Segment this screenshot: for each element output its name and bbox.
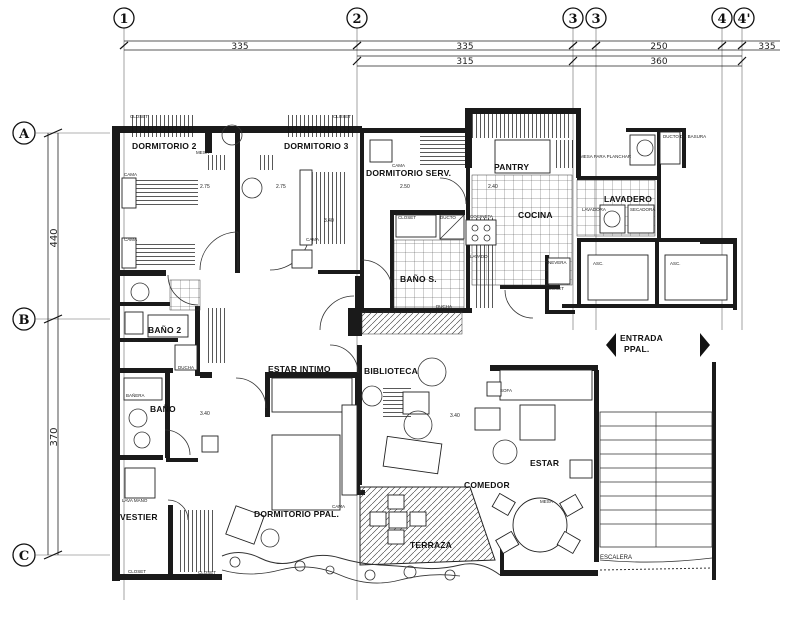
label-closet: CLOSET <box>333 114 351 119</box>
label-bano-2: BAÑO 2 <box>148 325 181 335</box>
label-lavadora: LAVADORA <box>582 207 606 212</box>
label-estar: ESTAR <box>530 458 559 468</box>
staircase <box>599 411 713 571</box>
label-nevera: NEVERA <box>548 260 567 265</box>
label-bano-s: BAÑO S. <box>400 274 437 284</box>
interior-dim: 3.40 <box>324 218 334 224</box>
label-lavado: LAVADO <box>470 254 488 259</box>
interior-dim: 2.75 <box>200 184 210 190</box>
label-asc: ASC. <box>593 261 604 266</box>
axis-label-2: 2 <box>352 12 361 27</box>
interior-dimensions: 2.75 2.75 2.50 2.40 3.40 3.40 3.40 <box>200 184 498 419</box>
label-cama: CAMA <box>306 237 319 242</box>
label-closet: CLOSET <box>130 114 148 119</box>
label-ppal: PPAL. <box>624 344 649 354</box>
label-bano: BAÑO <box>150 404 176 414</box>
dim-top-1: 335 <box>231 42 248 52</box>
label-cama: CAMA <box>332 504 345 509</box>
label-ducto-basura: DUCTO DE BASURA <box>663 134 706 139</box>
label-mesa: MESA <box>540 499 553 504</box>
axis-label-a: A <box>18 127 30 142</box>
label-biblioteca: BIBLIOTECA <box>364 366 418 376</box>
axis-label-4: 4 <box>717 12 726 27</box>
label-entrada: ENTRADA <box>620 333 663 343</box>
label-cama: CAMA <box>124 237 137 242</box>
axis-label-b: B <box>19 313 30 328</box>
interior-dim: 3.40 <box>450 413 460 419</box>
label-asc: ASC. <box>670 261 681 266</box>
label-mesa-planchar: MESA PARA PLANCHAR <box>580 154 632 159</box>
label-cocina: COCINA <box>518 210 553 220</box>
label-pantry: PANTRY <box>494 162 529 172</box>
label-ducto: DUCTO <box>122 338 138 343</box>
label-terraza: TERRAZA <box>410 540 452 550</box>
label-sofa: SOFA <box>500 388 512 393</box>
label-ducha: DUCHA <box>436 304 452 309</box>
interior-dim: 3.40 <box>200 411 210 417</box>
label-escalera: ESCALERA <box>600 555 632 561</box>
label-secadora: SECADORA <box>630 207 655 212</box>
label-comedor: COMEDOR <box>464 480 510 490</box>
planting-strip <box>221 552 501 584</box>
label-cama: CAMA <box>124 172 137 177</box>
axis-grid <box>36 28 743 600</box>
label-dormitorio-3: DORMITORIO 3 <box>284 141 349 151</box>
furniture <box>121 124 728 566</box>
label-lavadero: LAVADERO <box>604 194 652 204</box>
label-closet: CLOSET <box>546 286 564 291</box>
axis-label-c: C <box>19 549 29 564</box>
axis-label-3a: 3 <box>568 12 577 27</box>
top-dimensions: 335 335 250 335 315 360 <box>119 40 780 67</box>
label-ducha: DUCHA <box>178 365 194 370</box>
label-lava-mano: LAVA MANO <box>122 498 148 503</box>
entrance-arrows <box>606 333 710 357</box>
dim-left-2: 370 <box>49 427 60 446</box>
dim-top-5: 315 <box>456 57 473 67</box>
dim-left-1: 440 <box>49 228 60 247</box>
label-dormitorio-ppal: DORMITORIO PPAL. <box>254 509 339 519</box>
interior-dim: 2.50 <box>400 184 410 190</box>
fixture-labels: CLOSET CLOSET CLOSET CLOSET CLOSET CLOSE… <box>122 114 706 575</box>
label-closet: CLOSET <box>398 215 416 220</box>
label-cocineta: COCINETA <box>470 214 493 219</box>
label-vestier: VESTIER <box>120 512 158 522</box>
dim-top-3: 250 <box>650 42 667 52</box>
room-labels: DORMITORIO 2 DORMITORIO 3 DORMITORIO SER… <box>120 141 663 561</box>
dim-top-6: 360 <box>650 57 667 67</box>
tiled-floors <box>169 174 656 335</box>
interior-dim: 2.40 <box>488 184 498 190</box>
dim-top-4: 335 <box>758 42 775 52</box>
label-banera: BAÑERA <box>126 392 145 398</box>
axis-markers: 1 2 3 3 4 4' A B C <box>12 7 755 567</box>
axis-label-4p: 4' <box>737 12 750 27</box>
label-mesa: MESA <box>196 150 209 155</box>
label-closet: CLOSET <box>198 570 216 575</box>
label-dormitorio-2: DORMITORIO 2 <box>132 141 197 151</box>
label-ducto: DUCTO <box>440 215 456 220</box>
dim-top-2: 335 <box>456 42 473 52</box>
axis-label-1: 1 <box>119 12 128 27</box>
label-dormitorio-serv: DORMITORIO SERV. <box>366 168 451 178</box>
label-cama: CAMA <box>392 163 405 168</box>
label-estar-intimo: ESTAR INTIMO <box>268 364 331 374</box>
axis-label-3b: 3 <box>591 12 600 27</box>
label-closet: CLOSET <box>128 569 146 574</box>
interior-dim: 2.75 <box>276 184 286 190</box>
walls <box>112 108 737 581</box>
left-dimensions: 440 370 <box>43 128 63 560</box>
